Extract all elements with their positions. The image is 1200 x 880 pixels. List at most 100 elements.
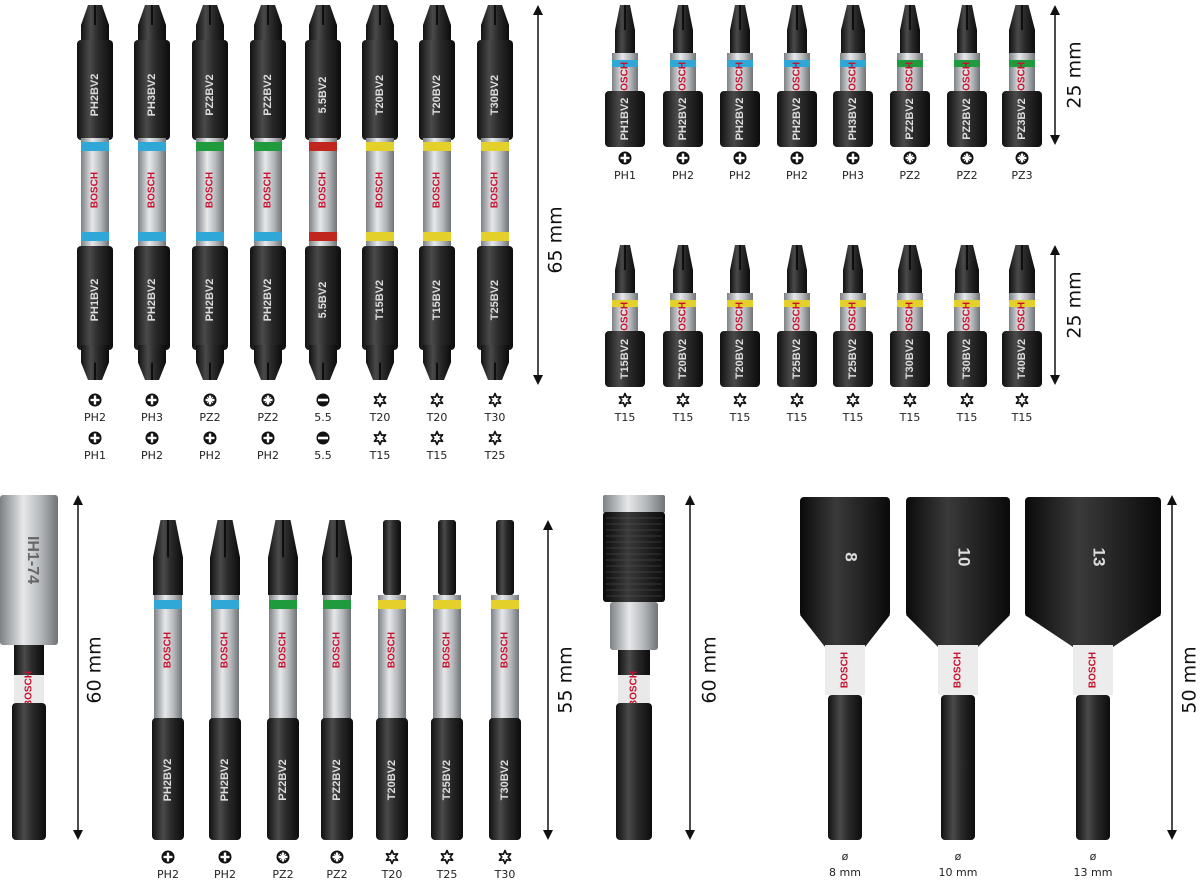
bit-hex-base bbox=[777, 91, 817, 147]
dimension-indicator: 25 mm bbox=[1050, 5, 1086, 145]
dimension-label: 65 mm bbox=[545, 206, 567, 273]
phillips-icon bbox=[88, 431, 102, 445]
color-band bbox=[366, 232, 394, 241]
bit-lower-body bbox=[134, 246, 170, 350]
phillips-icon bbox=[145, 393, 159, 407]
torx-shape bbox=[846, 392, 860, 408]
phillips-icon bbox=[203, 431, 217, 445]
bit-size-label: PH2 bbox=[257, 449, 279, 462]
bit-lower-body bbox=[362, 246, 398, 350]
bit-size-label: T15 bbox=[426, 449, 448, 462]
bit-marking: BOSCH bbox=[442, 632, 453, 668]
color-band bbox=[309, 142, 337, 151]
phillips-icon bbox=[733, 151, 747, 165]
color-band bbox=[138, 142, 166, 151]
bit-upper-body bbox=[134, 40, 170, 140]
bit-marking: T20BV2 bbox=[431, 75, 443, 115]
bit-marking: T30BV2 bbox=[904, 339, 916, 379]
nut-socket bbox=[1025, 497, 1161, 617]
color-band bbox=[840, 60, 866, 67]
cross-v bbox=[623, 153, 627, 163]
bit-marking: BOSCH bbox=[490, 172, 501, 208]
bit-hex-base bbox=[720, 91, 760, 147]
torx-shape bbox=[1015, 392, 1029, 408]
bit-marking: PZ3BV2 bbox=[1016, 98, 1028, 140]
bit-size-label: 5.5 bbox=[314, 411, 332, 424]
diameter-symbol: ø bbox=[1090, 850, 1097, 863]
color-band bbox=[727, 60, 753, 67]
bit-marking: PH2BV2 bbox=[89, 74, 101, 117]
dimension-indicator: 65 mm bbox=[533, 5, 567, 385]
pozi-lines bbox=[963, 154, 971, 162]
bit-marking: BOSCH bbox=[432, 172, 443, 208]
bit-upper-body bbox=[192, 40, 228, 140]
bit-size-label: PH2 bbox=[199, 449, 221, 462]
torx-icon bbox=[430, 392, 444, 408]
bit-marking: PH2BV2 bbox=[162, 759, 174, 802]
bit-marking: 8 bbox=[842, 552, 861, 561]
bit-marking: BOSCH bbox=[220, 632, 231, 668]
dimension-label: 55 mm bbox=[555, 646, 577, 713]
nut-setter-hex-shank bbox=[828, 695, 862, 840]
color-band bbox=[254, 232, 282, 241]
color-band bbox=[670, 60, 696, 67]
bit-hex-base bbox=[605, 91, 645, 147]
arrow-down-icon bbox=[1050, 135, 1060, 145]
color-band bbox=[784, 300, 810, 307]
color-band bbox=[727, 300, 753, 307]
arrow-up-icon bbox=[533, 5, 543, 15]
torx-icon bbox=[488, 392, 502, 408]
bit-marking: T20BV2 bbox=[677, 339, 689, 379]
bit-silver-shank bbox=[309, 138, 337, 248]
holder-hex-shank bbox=[12, 703, 46, 840]
torx-icon bbox=[498, 849, 512, 865]
pozidriv-icon bbox=[960, 151, 974, 165]
torx-shape bbox=[960, 392, 974, 408]
bit-marking: PZ2BV2 bbox=[961, 98, 973, 140]
arrow-up-icon bbox=[1167, 495, 1177, 505]
bit-marking: PH2BV2 bbox=[219, 759, 231, 802]
torx-icon bbox=[846, 392, 860, 408]
torx-icon bbox=[373, 392, 387, 408]
bit-size-label: 5.5 bbox=[314, 449, 332, 462]
bit-marking: PH2BV2 bbox=[734, 98, 746, 141]
bit-silver-shank bbox=[1009, 293, 1035, 333]
bit-size-label: T25 bbox=[484, 449, 506, 462]
arrow-up-icon bbox=[1050, 245, 1060, 255]
bit-marking: BOSCH bbox=[792, 62, 803, 98]
bit-lower-body bbox=[77, 246, 113, 350]
bit-hex-base bbox=[777, 331, 817, 387]
bit-upper-body bbox=[77, 40, 113, 140]
color-band bbox=[1009, 60, 1035, 67]
color-band bbox=[423, 232, 451, 241]
arrow-down-icon bbox=[543, 830, 553, 840]
arrow-down-icon bbox=[533, 375, 543, 385]
arrow-down-icon bbox=[1167, 830, 1177, 840]
bit-marking: PH2BV2 bbox=[262, 279, 274, 322]
nut-size-label: 10 mm bbox=[939, 866, 978, 879]
pozidriv-icon bbox=[276, 850, 290, 864]
color-band bbox=[670, 300, 696, 307]
torx-shape bbox=[373, 430, 387, 446]
torx-shape bbox=[373, 392, 387, 408]
cross-v bbox=[93, 433, 97, 443]
cross-v bbox=[266, 433, 270, 443]
color-band bbox=[254, 142, 282, 151]
bit-silver-shank bbox=[481, 138, 509, 248]
pozi-lines bbox=[1018, 154, 1026, 162]
bit-marking: BOSCH bbox=[905, 302, 916, 338]
phillips-icon bbox=[218, 850, 232, 864]
bit-size-label: PH2 bbox=[786, 169, 808, 182]
color-band bbox=[491, 600, 519, 609]
bit-size-label: PH2 bbox=[157, 868, 179, 880]
nut-size-label: 8 mm bbox=[829, 866, 861, 879]
